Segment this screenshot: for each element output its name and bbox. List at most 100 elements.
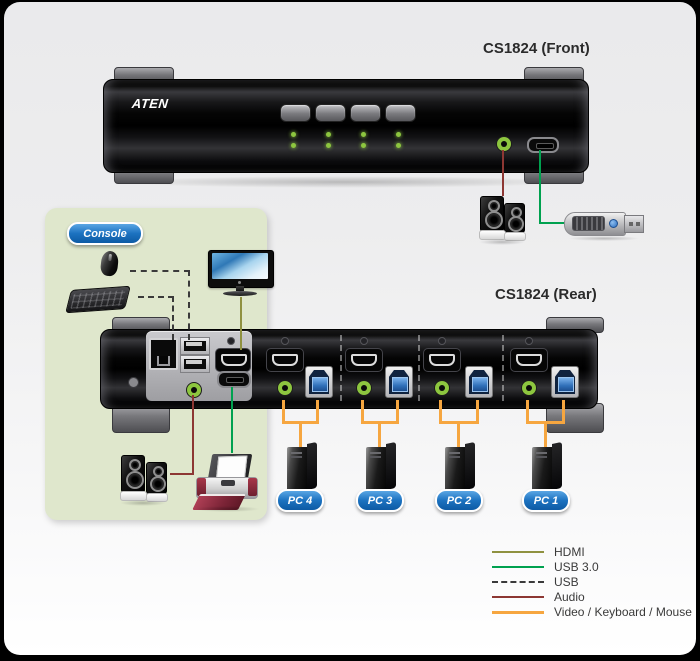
rj45-port: [149, 338, 178, 370]
console-audio-jack: [186, 382, 202, 398]
legend-item-hdmi: HDMI: [492, 545, 585, 559]
speaker-cone: [485, 211, 503, 229]
port-led: [396, 132, 401, 137]
speaker-right: [146, 462, 167, 494]
legend-line-hdmi: [492, 551, 544, 553]
section-separator: [502, 335, 504, 401]
legend-label: USB 3.0: [554, 560, 599, 574]
speaker-cone: [126, 471, 144, 489]
pc-drive-slot: [536, 452, 547, 454]
usb-dashed-line-mouse: [130, 270, 190, 272]
port-led: [326, 132, 331, 137]
legend-label: Video / Keyboard / Mouse: [554, 605, 692, 619]
port-led: [291, 143, 296, 148]
pc-side: [465, 441, 475, 490]
port-select-button-1: [280, 104, 311, 122]
legend-label: Audio: [554, 590, 585, 604]
pc-label: PC 4: [276, 489, 324, 512]
speaker-base: [146, 493, 168, 502]
vkm-line: [457, 424, 460, 448]
pc-drive-slot: [370, 452, 381, 454]
port-select-button-2: [315, 104, 346, 122]
vkm-line: [526, 400, 529, 423]
audio-line: [192, 395, 194, 475]
legend-label: HDMI: [554, 545, 585, 559]
speaker-right: [504, 203, 525, 233]
printer-accent: [248, 478, 257, 496]
legend-line-usb3: [492, 566, 544, 568]
usb3-line: [539, 222, 567, 224]
vkm-line: [526, 421, 565, 424]
speaker-cone: [508, 216, 524, 232]
front-device-shadow: [115, 176, 575, 188]
pc-drive-slot: [449, 452, 460, 454]
port-select-button-3: [350, 104, 381, 122]
pc-side: [552, 441, 562, 490]
monitor-power-led: [238, 281, 241, 284]
console-usb3-port: [217, 371, 251, 388]
monitor-base: [223, 291, 257, 296]
kvm-usb-b-port-4: [551, 366, 579, 398]
port-led: [361, 143, 366, 148]
port-led: [291, 132, 296, 137]
kvm-hdmi-port-1: [266, 348, 304, 372]
usb-dashed-line-mouse: [188, 270, 190, 340]
usb-flash-drive-icon: [564, 210, 646, 241]
speakers-icon: [479, 193, 526, 245]
drive-window: [572, 216, 605, 231]
legend-line-audio: [492, 596, 544, 598]
speaker-cone: [150, 476, 166, 492]
usb3-line: [539, 150, 541, 224]
port-led: [326, 143, 331, 148]
audio-line: [170, 473, 194, 475]
kvm-usb-b-port-1: [305, 366, 333, 398]
monitor-icon: [208, 250, 274, 296]
pc-front: [287, 447, 307, 492]
usb3-line: [231, 387, 233, 453]
speakers-icon: [120, 452, 168, 506]
speaker-left: [121, 455, 145, 493]
pc-side: [386, 441, 396, 490]
usb-dashed-line-keyboard: [172, 296, 174, 340]
aten-logo: ATEN: [131, 96, 170, 111]
monitor-stand: [236, 286, 244, 291]
pc-label: PC 2: [435, 489, 483, 512]
printer-controls: [221, 480, 235, 486]
vkm-line: [361, 400, 364, 423]
console-badge: Console: [67, 222, 143, 245]
vkm-line: [299, 424, 302, 448]
legend-item-audio: Audio: [492, 590, 585, 604]
vkm-line: [282, 421, 319, 424]
hdmi-line: [240, 297, 242, 350]
monitor-display: [212, 253, 268, 279]
grounding-screw: [128, 377, 139, 388]
pc-drive-slot: [291, 452, 302, 454]
pc-side: [307, 441, 317, 490]
shadow: [120, 500, 166, 506]
front-audio-jack: [496, 136, 512, 152]
console-usb-a-port: [180, 337, 210, 355]
shadow: [568, 236, 640, 241]
legend-line-usb: [492, 581, 544, 583]
pc-drive-slot: [449, 456, 460, 458]
legend-label: USB: [554, 575, 579, 589]
speaker-cone: [129, 459, 141, 471]
pc-label: PC 3: [356, 489, 404, 512]
pc-drive-slot: [536, 456, 547, 458]
vkm-line: [439, 400, 442, 423]
port-select-button-4: [385, 104, 416, 122]
vkm-line: [476, 400, 479, 423]
audio-line: [502, 150, 504, 196]
vkm-line: [544, 424, 547, 448]
section-separator: [340, 335, 342, 401]
legend-item-usb: USB: [492, 575, 579, 589]
kvm-hdmi-port-3: [423, 348, 461, 372]
pc-label: PC 1: [522, 489, 570, 512]
pc-front: [532, 447, 552, 492]
vkm-line: [316, 400, 319, 423]
usb-dashed-line-keyboard: [138, 296, 174, 298]
screw: [227, 337, 235, 345]
kvm-hdmi-port-4: [510, 348, 548, 372]
shadow: [479, 239, 525, 245]
kvm-usb-b-port-2: [385, 366, 413, 398]
